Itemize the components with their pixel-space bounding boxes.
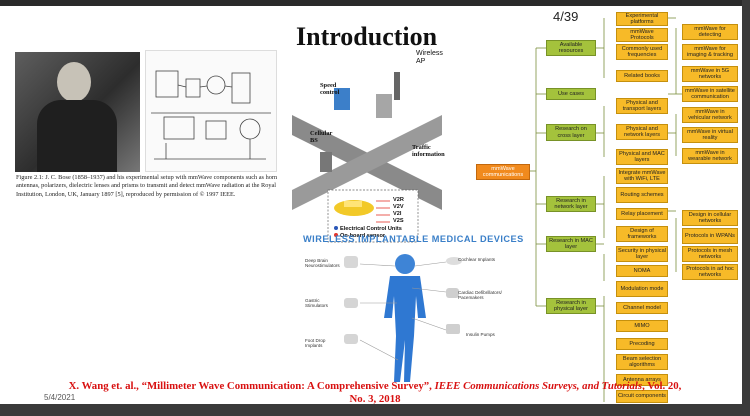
label-cellular-bs: Cellular BS xyxy=(310,130,333,144)
mindmap-integrate-wifi-lte: Integrate mmWave with WiFi, LTE xyxy=(616,168,668,184)
medical-devices-heading: WIRELESS IMPLANTABLE MEDICAL DEVICES xyxy=(303,234,524,244)
apparatus-sketch xyxy=(145,50,277,172)
citation-authors: X. Wang et. al., “Millimeter Wave Commun… xyxy=(68,380,435,392)
label-cardiac: Cardiac Defibrillators/ Pacemakers xyxy=(458,290,502,301)
page-number: 4/39 xyxy=(553,9,579,24)
label-speed-control: Speed control xyxy=(320,82,340,96)
citation-issue: No. 3, 2018 xyxy=(349,392,401,405)
label-cochlear: Cochlear Implants xyxy=(458,257,496,262)
label-deep-brain: Deep Brain Neurostimulators xyxy=(305,258,340,269)
mindmap-satellite-communication: mmWave in satellite communication xyxy=(682,86,738,102)
label-ecu: Electrical Control Units xyxy=(340,226,402,232)
citation: X. Wang et. al., “Millimeter Wave Commun… xyxy=(0,380,750,405)
mindmap-mac-layer: Research in MAC layer xyxy=(546,236,596,252)
mindmap-experimental-platforms: Experimental platforms xyxy=(616,12,668,26)
mindmap-circuit-components: Circuit components xyxy=(616,390,668,403)
label-wireless-ap: Wireless AP xyxy=(416,50,443,65)
label-gastric: Gastric Stimulators xyxy=(305,298,328,309)
citation-volume: , Vol. 20, xyxy=(642,380,682,392)
label-v2i: V2I xyxy=(393,211,402,217)
label-v2s: V2S xyxy=(393,218,404,224)
mindmap-use-cases: Use cases xyxy=(546,88,596,100)
mindmap-detecting: mmWave for detecting xyxy=(682,24,738,40)
mindmap-mimo: MIMO xyxy=(616,320,668,332)
label-v2v: V2V xyxy=(393,204,404,210)
mindmap-physical-layer: Research in physical layer xyxy=(546,298,596,314)
label-insulin: Insulin Pumps xyxy=(466,332,495,337)
mindmap-cellular-networks: Design in cellular networks xyxy=(682,210,738,226)
mindmap-physical-transport: Physical and transport layers xyxy=(616,98,668,114)
mindmap-antenna-arrays: Antenna arrays xyxy=(616,374,668,386)
mindmap-physical-network: Physical and network layers xyxy=(616,124,668,140)
label-traffic-information: Traffic information xyxy=(412,144,445,158)
window-top-edge xyxy=(0,0,750,6)
mindmap-virtual-reality: mmWave in virtual reality xyxy=(682,127,738,143)
mindmap-mmwave-protocols: mmWave Protocols xyxy=(616,28,668,42)
citation-journal: IEEE Communications Surveys, and Tutoria… xyxy=(434,380,643,392)
slide-date: 5/4/2021 xyxy=(44,393,76,402)
mindmap-security-physical: Security in physical layer xyxy=(616,246,668,262)
mindmap-routing-schemes: Routing schemes xyxy=(616,187,668,203)
mindmap-related-books: Related books xyxy=(616,70,668,82)
window-right-edge xyxy=(742,0,750,416)
label-foot-drop: Foot Drop Implants xyxy=(305,338,326,349)
mindmap-physical-mac: Physical and MAC layers xyxy=(616,149,668,165)
mindmap-imaging-tracking: mmWave for imaging & tracking xyxy=(682,44,738,60)
figure-caption: Figure 2.1: J. C. Bose (1858–1937) and h… xyxy=(16,174,278,198)
medical-devices-figure xyxy=(344,254,462,382)
label-onboard-sensor: On-board sensor xyxy=(340,233,386,239)
mindmap-vehicular-network: mmWave in vehicular network xyxy=(682,107,738,123)
mmwave-scenario-diagram xyxy=(292,72,442,243)
window-bottom-edge xyxy=(0,404,750,416)
mindmap-root: mmWave communications xyxy=(476,164,530,180)
label-v2r: V2R xyxy=(393,197,404,203)
mindmap-cross-layer: Research on cross layer xyxy=(546,124,596,141)
mindmap-mesh-networks: Protocols in mesh networks xyxy=(682,246,738,262)
mindmap-wearable-network: mmWave in wearable network xyxy=(682,148,738,164)
slide-title: Introduction xyxy=(296,22,438,51)
mindmap-ad-hoc-networks: Protocols in ad hoc networks xyxy=(682,264,738,280)
mindmap-design-frameworks: Design of frameworks xyxy=(616,226,668,242)
photo-head-shape xyxy=(57,62,91,102)
mindmap-connectors xyxy=(530,17,682,402)
mindmap-network-layer: Research in network layer xyxy=(546,196,596,212)
mindmap-relay-placement: Relay placement xyxy=(616,208,668,220)
mindmap-commonly-used-frequencies: Commonly used frequencies xyxy=(616,44,668,60)
mindmap-precoding: Precoding xyxy=(616,338,668,350)
mmwave-mindmap: mmWave communications Available resource… xyxy=(470,6,742,404)
mindmap-wpans: Protocols in WPANs xyxy=(682,228,738,244)
mindmap-noma: NOMA xyxy=(616,265,668,277)
mindmap-available-resources: Available resources xyxy=(546,40,596,56)
bose-photo xyxy=(15,52,140,172)
mindmap-channel-model: Channel model xyxy=(616,302,668,314)
mindmap-beam-selection: Beam selection algorithms xyxy=(616,354,668,370)
mindmap-modulation-mode: Modulation mode xyxy=(616,281,668,297)
mindmap-5g-networks: mmWave in 5G networks xyxy=(682,66,738,82)
photo-body-shape xyxy=(37,100,117,172)
